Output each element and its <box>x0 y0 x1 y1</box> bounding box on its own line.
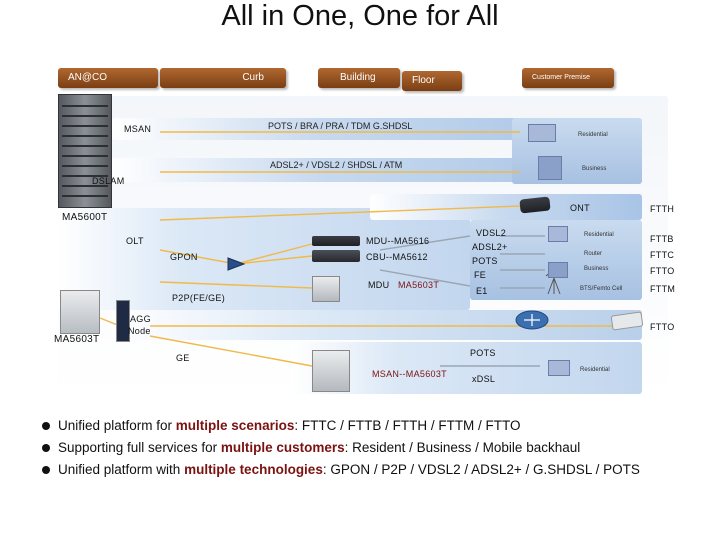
cbu-ma5612-label: CBU--MA5612 <box>366 252 428 262</box>
ftto-device-icon <box>610 311 644 331</box>
band-msan-bottom <box>292 342 642 394</box>
ftth-label: FTTH <box>650 204 675 214</box>
ftto-bottom-label: FTTO <box>650 322 675 332</box>
link-gpon-split <box>159 249 237 265</box>
bullet-highlight: multiple technologies <box>184 462 323 477</box>
bullet-text: : FTTC / FTTB / FTTH / FTTM / FTTO <box>294 418 521 433</box>
link-split-mdu <box>235 243 313 265</box>
tab-floor: Floor <box>402 71 462 91</box>
business-mid-label: Business <box>584 266 609 272</box>
access-fe: FE <box>474 270 487 280</box>
olt-label: OLT <box>126 236 144 246</box>
mdu-ma5616-label: MDU--MA5616 <box>366 236 430 246</box>
tab-customer-premise: Customer Premise <box>522 68 614 88</box>
xdsl-label: xDSL <box>472 374 496 384</box>
bullet-text: Supporting full services for <box>58 440 221 455</box>
dslam-label: DSLAM <box>92 176 125 186</box>
bullet-dot-icon <box>42 444 50 452</box>
residential-house-mid-icon <box>548 226 568 242</box>
pots-bottom-label: POTS <box>470 348 496 358</box>
tab-curb: Curb <box>160 68 286 88</box>
tab-an-co: AN@CO <box>58 68 158 88</box>
band-agg <box>112 310 642 340</box>
tab-an-co-label: AN@CO <box>68 72 108 83</box>
ma5603t-chassis <box>60 290 100 334</box>
tab-building-label: Building <box>340 72 376 83</box>
bullet-highlight: multiple customers <box>220 440 345 455</box>
feature-bullet-list: Unified platform for multiple scenarios:… <box>42 418 640 484</box>
ftto-label: FTTO <box>650 266 675 276</box>
tab-building: Building <box>318 68 400 88</box>
link-split-cbu <box>235 255 313 265</box>
residential-mid-label: Residential <box>584 232 614 238</box>
bullet-item: Unified platform for multiple scenarios:… <box>42 418 640 440</box>
msan-bottom-label: MSAN--MA5603T <box>372 369 447 379</box>
msan-bottom-device <box>312 350 350 392</box>
mdu-ma5603t-label: MA5603T <box>398 280 440 290</box>
ont-label: ONT <box>570 203 590 213</box>
mdu-label: MDU <box>368 280 390 290</box>
tab-floor-label: Floor <box>412 75 435 86</box>
ma5603t-label: MA5603T <box>54 334 100 345</box>
residential-house-bottom-icon <box>548 360 570 376</box>
access-vdsl2: VDSL2 <box>476 228 507 238</box>
p2p-label: P2P(FE/GE) <box>172 293 226 303</box>
business-top-label: Business <box>582 166 607 172</box>
link-mdu-access-1 <box>379 235 471 251</box>
access-adsl2: ADSL2+ <box>472 242 508 252</box>
tab-curb-label: Curb <box>242 72 264 83</box>
cbu-ma5612-device <box>312 250 360 262</box>
residential-bottom-label: Residential <box>580 367 610 373</box>
bullet-highlight: multiple scenarios <box>175 418 295 433</box>
residential-house-icon <box>528 124 556 142</box>
page-title: All in One, One for All <box>221 0 499 32</box>
access-pots: POTS <box>472 256 498 266</box>
residential-top-label: Residential <box>578 132 608 138</box>
agg-node-device <box>116 300 130 342</box>
band-msan <box>112 118 632 140</box>
access-e1: E1 <box>476 286 488 296</box>
splitter-icon <box>227 257 246 271</box>
bullet-item: Unified platform with multiple technolog… <box>42 462 640 484</box>
ma5600t-label: MA5600T <box>62 212 108 223</box>
msan-label: MSAN <box>124 124 152 134</box>
adsl-line-label: ADSL2+ / VDSL2 / SHDSL / ATM <box>270 160 403 170</box>
fttc-label: FTTC <box>650 250 675 260</box>
router-label: Router <box>584 251 603 257</box>
bullet-dot-icon <box>42 422 50 430</box>
business-building-mid-icon <box>548 262 568 278</box>
link-olt-ont <box>159 205 521 221</box>
tab-customer-premise-label: Customer Premise <box>532 74 590 81</box>
link-p2p <box>159 281 313 289</box>
ge-label: GE <box>176 353 190 363</box>
fttb-label: FTTB <box>650 234 674 244</box>
ma5600t-chassis <box>58 94 112 208</box>
pots-line-label: POTS / BRA / PRA / TDM G.SHDSL <box>268 121 413 131</box>
bullet-text: : GPON / P2P / VDSL2 / ADSL2+ / G.SHDSL … <box>322 462 640 477</box>
mdu-ma5616-device <box>312 236 360 246</box>
fttm-label: FTTM <box>650 284 676 294</box>
bullet-text: Unified platform with <box>58 462 185 477</box>
bullet-text: : Resident / Business / Mobile backhaul <box>344 440 581 455</box>
bullet-dot-icon <box>42 466 50 474</box>
band-ma5600t <box>58 208 470 310</box>
link-mdu-access-2 <box>379 269 471 287</box>
bullet-text: Unified platform for <box>58 418 176 433</box>
bts-label: BTS/Femto Cell <box>580 286 623 292</box>
mdu-device <box>312 276 340 302</box>
agg-label: AGG <box>130 314 151 324</box>
gpon-label: GPON <box>170 252 198 262</box>
link-agg-ge <box>149 335 313 367</box>
bullet-item: Supporting full services for multiple cu… <box>42 440 640 462</box>
node-label: Node <box>128 326 151 336</box>
business-building-icon <box>538 156 562 180</box>
